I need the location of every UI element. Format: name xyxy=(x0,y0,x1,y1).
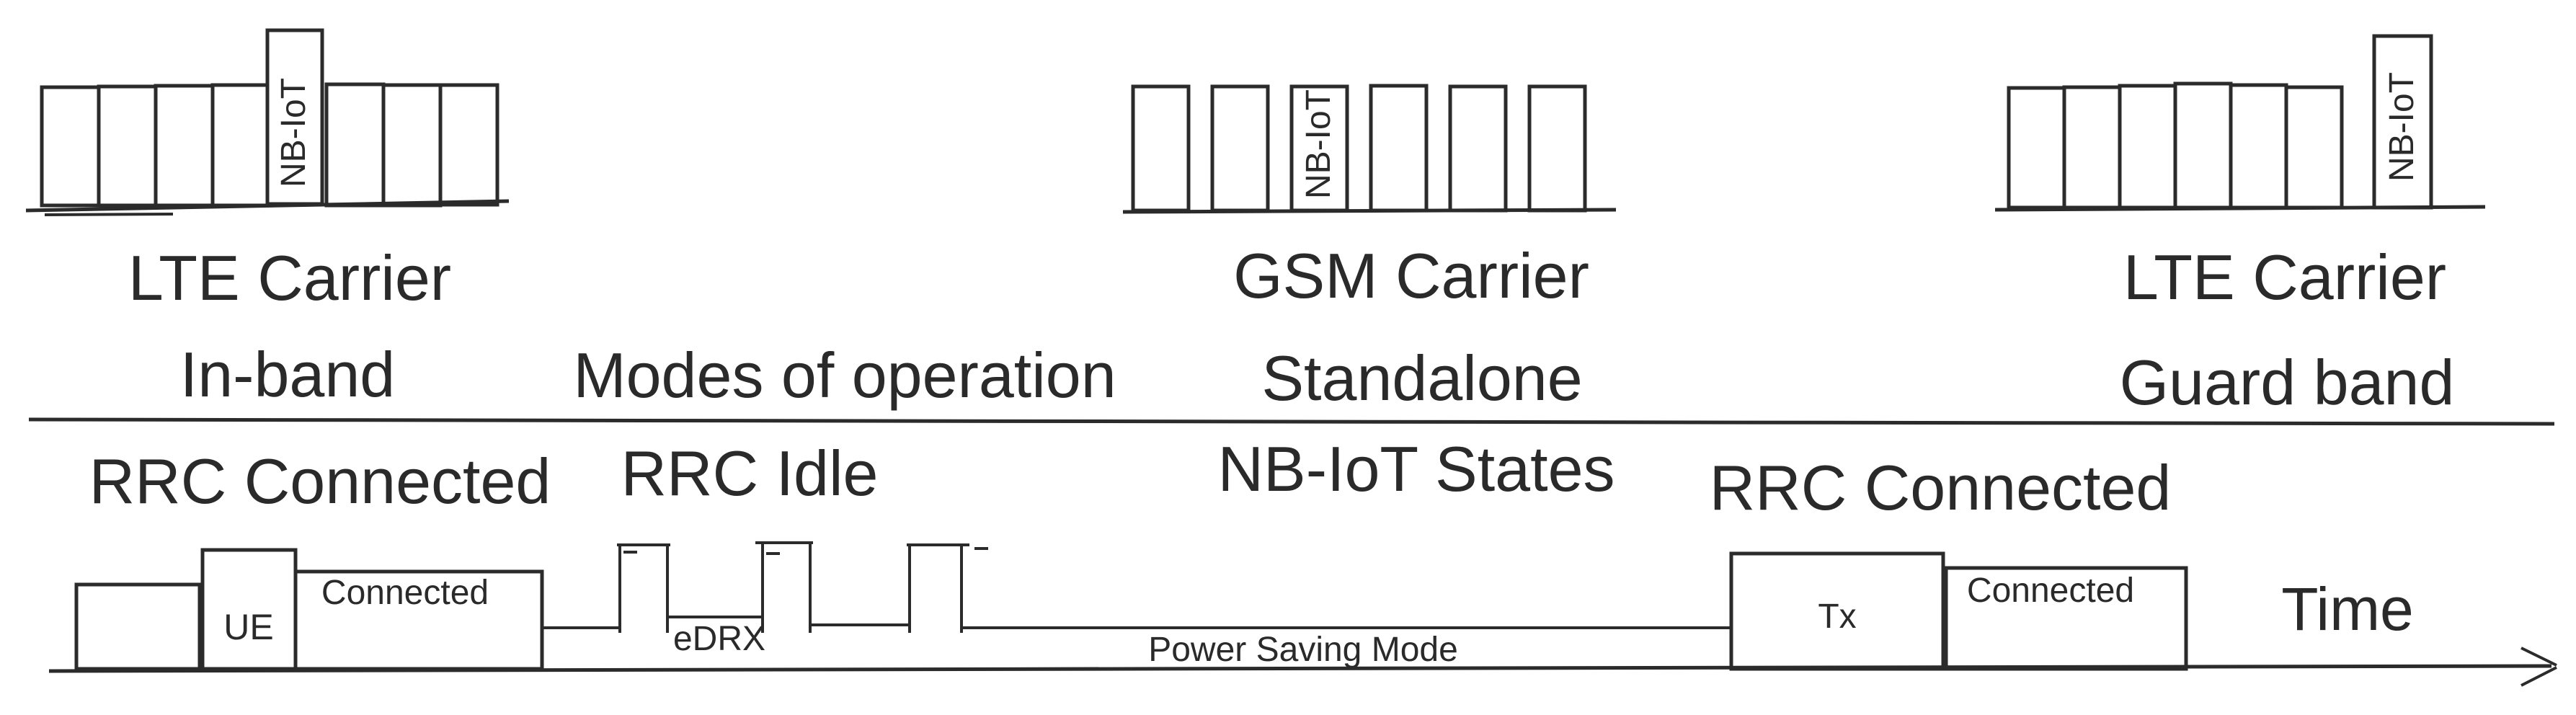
ue-box-label: UE xyxy=(223,607,274,647)
state-label-rrc-connected-2: RRC Connected xyxy=(1709,452,2172,523)
nbiot-vertical-label-inband: NB-IoT xyxy=(275,77,313,188)
connected-box-2-label: Connected xyxy=(1966,572,2135,610)
modes-heading: Modes of operation xyxy=(573,339,1116,411)
lte-bar xyxy=(438,83,499,207)
carrier-baseline xyxy=(1122,208,1617,214)
state-label-rrc-connected-1: RRC Connected xyxy=(89,445,551,517)
power-saving-mode-label: Power Saving Mode xyxy=(1148,631,1458,669)
lte-bar xyxy=(97,84,158,208)
lte-inband-carrier-bars xyxy=(25,28,510,216)
nbiot-vertical-label-guardband: NB-IoT xyxy=(2383,71,2421,182)
lte-bar xyxy=(2229,83,2288,210)
lte-bar xyxy=(2284,85,2344,210)
axis-arrowhead-icon xyxy=(2521,647,2557,687)
lte-bar xyxy=(40,85,101,208)
rrc-state-timeline xyxy=(48,541,2557,687)
gsm-bar xyxy=(1210,84,1270,213)
nbiot-bar-guardband xyxy=(2372,34,2433,210)
lte-bar xyxy=(2007,86,2066,210)
gsm-bar xyxy=(1448,84,1508,213)
gsm-bar xyxy=(1131,84,1191,213)
states-heading: NB-IoT States xyxy=(1217,433,1615,505)
time-axis-label: Time xyxy=(2281,575,2414,643)
lte-bar xyxy=(2062,85,2122,210)
mode-label-inband: In-band xyxy=(179,339,396,410)
nbiot-vertical-label-standalone: NB-IoT xyxy=(1300,89,1338,200)
connected-box-2 xyxy=(1944,566,2188,671)
gsm-bar xyxy=(1369,84,1429,213)
carrier-title-gsm: GSM Carrier xyxy=(1233,240,1589,311)
idle-step-box xyxy=(74,582,202,671)
lte-bar xyxy=(154,84,215,208)
lte-bar xyxy=(2173,81,2233,210)
lte-bar xyxy=(381,83,443,208)
lte-bar xyxy=(324,82,386,208)
section-divider xyxy=(28,417,2555,426)
mode-label-standalone: Standalone xyxy=(1261,342,1583,414)
edrx-label: eDRX xyxy=(672,620,766,658)
carrier-title-lte-guard: LTE Carrier xyxy=(2123,241,2447,313)
gsm-standalone-carrier-bars xyxy=(1122,84,1617,214)
carrier-baseline-sketch xyxy=(44,213,174,216)
edrx-pulse-train xyxy=(617,541,1731,633)
nbiot-bar-inband xyxy=(265,28,324,206)
lte-bar xyxy=(210,83,272,208)
state-label-rrc-idle: RRC Idle xyxy=(621,438,879,509)
carrier-baseline xyxy=(25,199,510,213)
carrier-title-lte-inband: LTE Carrier xyxy=(128,242,452,314)
tx-box xyxy=(1729,551,1945,671)
mode-label-guardband: Guard band xyxy=(2119,347,2455,418)
connected-box-label: Connected xyxy=(321,574,489,612)
carrier-baseline xyxy=(1994,205,2486,212)
gsm-bar xyxy=(1527,84,1587,213)
lte-bar xyxy=(2118,84,2177,210)
timeline-axis xyxy=(48,664,2552,673)
tx-box-label: Tx xyxy=(1818,598,1857,636)
lte-guardband-carrier-bars xyxy=(1994,34,2486,212)
